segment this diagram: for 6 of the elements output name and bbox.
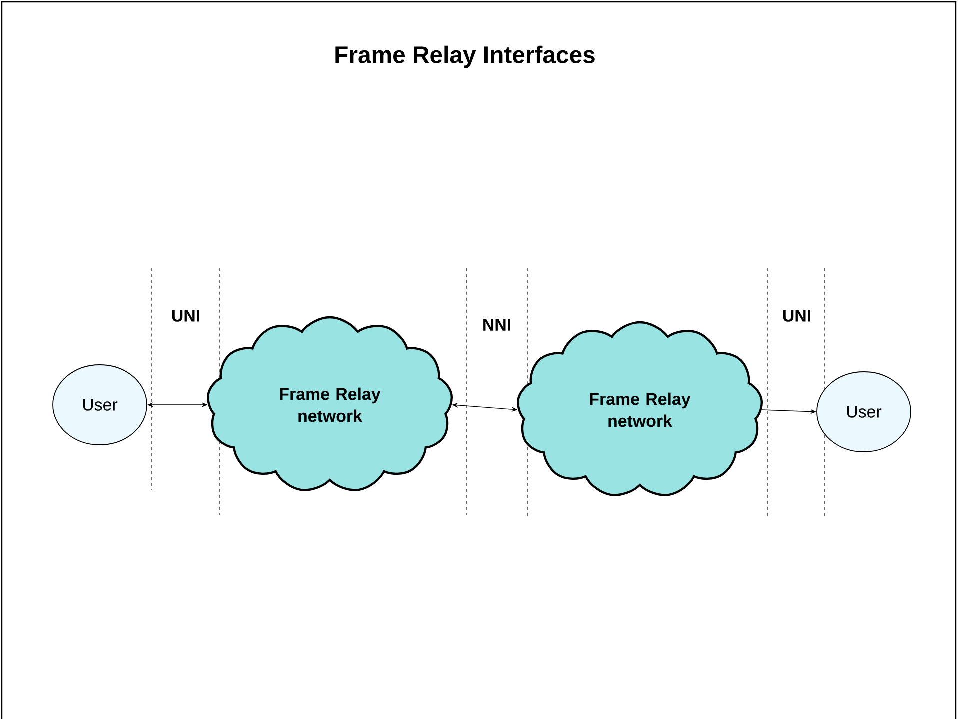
interface-label: UNI: [172, 310, 200, 322]
interface-label: NNI: [484, 319, 510, 331]
network-cloud: Frame Relay network: [517, 321, 763, 496]
network-cloud: Frame Relay network: [207, 316, 453, 492]
title: Frame Relay Interfaces: [336, 46, 595, 68]
interface-label: UNI: [783, 310, 810, 322]
